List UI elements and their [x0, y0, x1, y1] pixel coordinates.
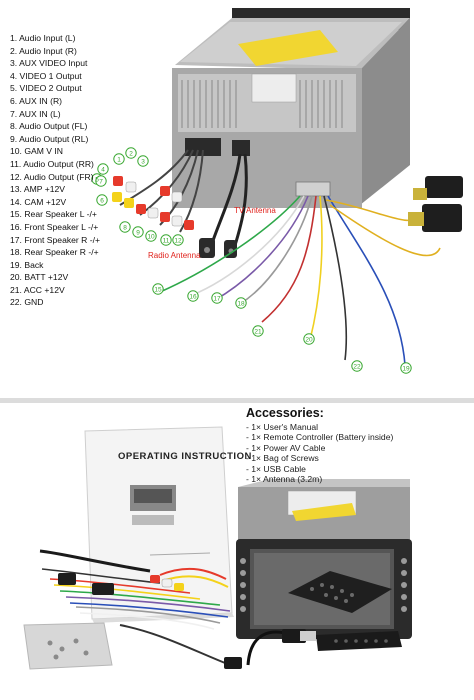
accessories-photo-panel: Accessories: - 1× User's Manual - 1× Rem…: [0, 403, 474, 700]
callout-12: 12: [174, 238, 182, 245]
callout-22: 22: [353, 364, 361, 371]
wiring-item: 8. Audio Output (FL): [10, 121, 88, 132]
tv-antenna-label: TV Antenna: [234, 206, 276, 215]
wiring-item: 5. VIDEO 2 Output: [10, 83, 82, 94]
radio-antenna-label: Radio Antenna: [148, 251, 201, 260]
accessories-illustration: [23, 426, 412, 670]
wiring-item: 17. Front Speaker R -/+: [10, 234, 101, 245]
callout-4: 4: [101, 167, 105, 174]
callout-16: 16: [189, 294, 197, 301]
wiring-item: 20. BATT +12V: [10, 272, 69, 283]
head-unit-rear-illustration: 1 2 3 4 5 6 7 8 9 10 11 12 15 16 17 18 1…: [91, 8, 463, 374]
callout-15: 15: [154, 287, 162, 294]
wiring-item: 22. GND: [10, 297, 44, 308]
wiring-item: 6. AUX IN (R): [10, 95, 63, 106]
callout-11: 11: [163, 238, 170, 245]
callout-10: 10: [147, 234, 155, 241]
wiring-item: 12. Audio Output (FR): [10, 171, 94, 182]
accessories-title: Accessories:: [246, 406, 324, 420]
callout-9: 9: [136, 230, 140, 237]
callout-6: 6: [100, 198, 104, 205]
wiring-legend-list: 1. Audio Input (L) 2. Audio Input (R) 3.…: [10, 32, 100, 309]
callout-19: 19: [402, 366, 410, 373]
accessory-item: - 1× Power AV Cable: [246, 442, 326, 453]
wiring-item: 16. Front Speaker L -/+: [10, 221, 99, 232]
accessory-item: - 1× Antenna (3.2m): [246, 474, 323, 485]
callout-18: 18: [237, 301, 245, 308]
wiring-item: 7. AUX IN (L): [10, 108, 61, 119]
panel-divider: [0, 398, 474, 403]
accessory-item: - 1× Bag of Screws: [246, 453, 319, 464]
wiring-item: 13. AMP +12V: [10, 184, 66, 195]
manual-cover-title: OPERATING INSTRUCTION: [118, 451, 252, 462]
callout-1: 1: [117, 157, 121, 164]
wiring-item: 1. Audio Input (L): [10, 33, 76, 43]
wiring-item: 11. Audio Output (RR): [10, 158, 94, 169]
wiring-item: 19. Back: [10, 259, 44, 270]
callout-5: 5: [95, 177, 99, 184]
callout-17: 17: [213, 296, 221, 303]
callout-3: 3: [141, 159, 145, 166]
wiring-item: 4. VIDEO 1 Output: [10, 70, 82, 81]
wiring-item: 21. ACC +12V: [10, 284, 65, 295]
wiring-item: 3. AUX VIDEO Input: [10, 58, 88, 69]
accessories-list: - 1× User's Manual - 1× Remote Controlle…: [246, 422, 393, 484]
wiring-photo-panel: 1 2 3 4 5 6 7 8 9 10 11 12 15 16 17 18 1…: [10, 8, 463, 374]
callout-7: 7: [99, 179, 103, 186]
accessory-item: - 1× Remote Controller (Battery inside): [246, 432, 394, 443]
accessory-item: - 1× USB Cable: [246, 463, 306, 474]
wiring-item: 18. Rear Speaker R -/+: [10, 247, 99, 258]
callout-8: 8: [123, 225, 127, 232]
wiring-item: 15. Rear Speaker L -/+: [10, 209, 97, 220]
wiring-item: 2. Audio Input (R): [10, 45, 77, 56]
wiring-item: 10. GAM V IN: [10, 146, 64, 157]
wiring-item: 14. CAM +12V: [10, 196, 67, 207]
wiring-item: 9. Audio Output (RL): [10, 133, 89, 144]
callout-2: 2: [129, 151, 133, 158]
accessory-item: - 1× User's Manual: [246, 422, 319, 432]
callout-20: 20: [305, 337, 313, 344]
callout-21: 21: [254, 329, 262, 336]
